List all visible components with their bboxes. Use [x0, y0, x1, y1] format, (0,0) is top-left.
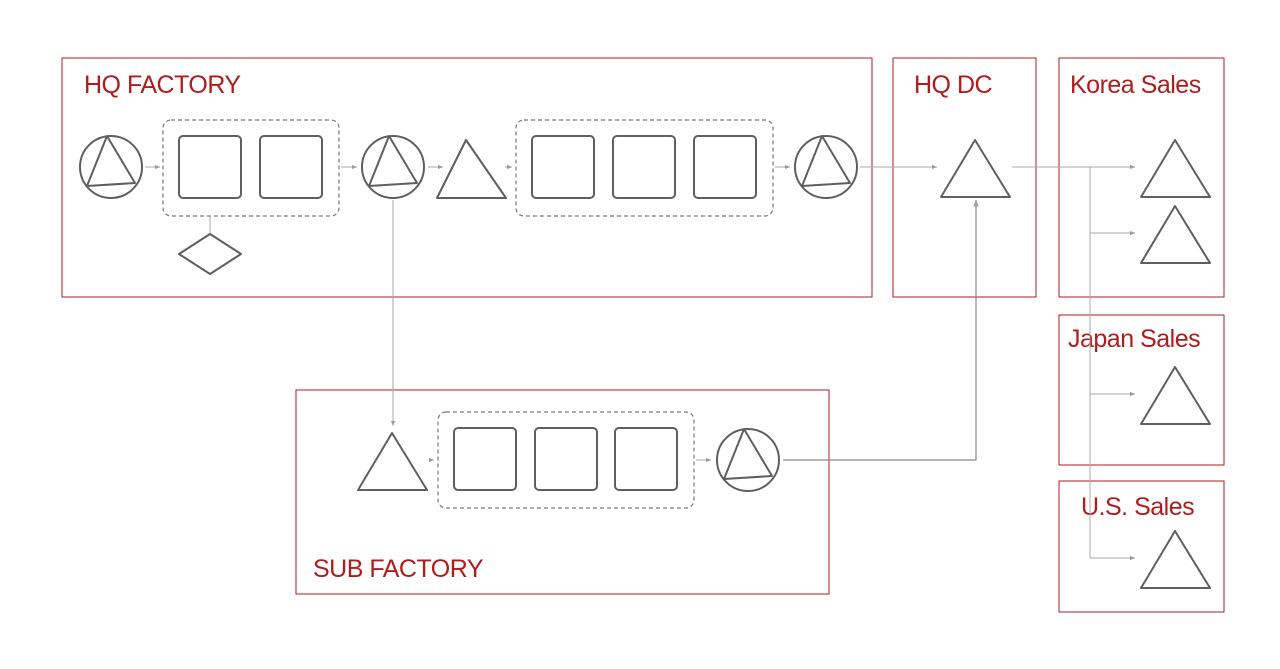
square-node[interactable] [534, 427, 598, 491]
region-label-hq-factory: HQ FACTORY [84, 71, 241, 99]
circle-triangle-node[interactable] [716, 428, 780, 492]
region-japan-sales: Japan Sales [1058, 314, 1225, 466]
region-hq-factory: HQ FACTORY [61, 57, 873, 298]
region-korea-sales: Korea Sales [1058, 57, 1225, 298]
triangle-node[interactable] [1140, 205, 1211, 264]
process-group-box [437, 411, 695, 509]
square-node[interactable] [453, 427, 517, 491]
region-label-korea-sales: Korea Sales [1070, 71, 1201, 99]
connectors [145, 164, 1135, 561]
diamond-node[interactable] [178, 233, 242, 275]
region-label-sub-factory: SUB FACTORY [313, 555, 484, 583]
region-label-us-sales: U.S. Sales [1081, 493, 1194, 521]
square-node[interactable] [178, 135, 242, 199]
square-node[interactable] [259, 135, 323, 199]
triangle-node[interactable] [1140, 139, 1211, 198]
triangle-node[interactable] [357, 432, 428, 491]
process-group-box [162, 119, 340, 217]
triangle-node[interactable] [1140, 530, 1211, 589]
square-node[interactable] [614, 427, 678, 491]
process-group-box [515, 119, 774, 217]
region-hq-dc: HQ DC [892, 57, 1037, 298]
square-node[interactable] [612, 135, 676, 199]
circle-triangle-node[interactable] [79, 135, 143, 199]
triangle-node[interactable] [1140, 366, 1211, 425]
region-sub-factory: SUB FACTORY [295, 389, 830, 595]
circle-triangle-node[interactable] [361, 135, 425, 199]
square-node[interactable] [531, 135, 595, 199]
circle-triangle-node[interactable] [794, 135, 858, 199]
triangle-node[interactable] [940, 139, 1011, 198]
square-node[interactable] [693, 135, 757, 199]
triangle-node[interactable] [436, 139, 507, 199]
region-label-hq-dc: HQ DC [914, 71, 993, 99]
region-label-japan-sales: Japan Sales [1068, 325, 1200, 353]
connector-arrow [783, 200, 979, 461]
region-us-sales: U.S. Sales [1058, 480, 1225, 613]
